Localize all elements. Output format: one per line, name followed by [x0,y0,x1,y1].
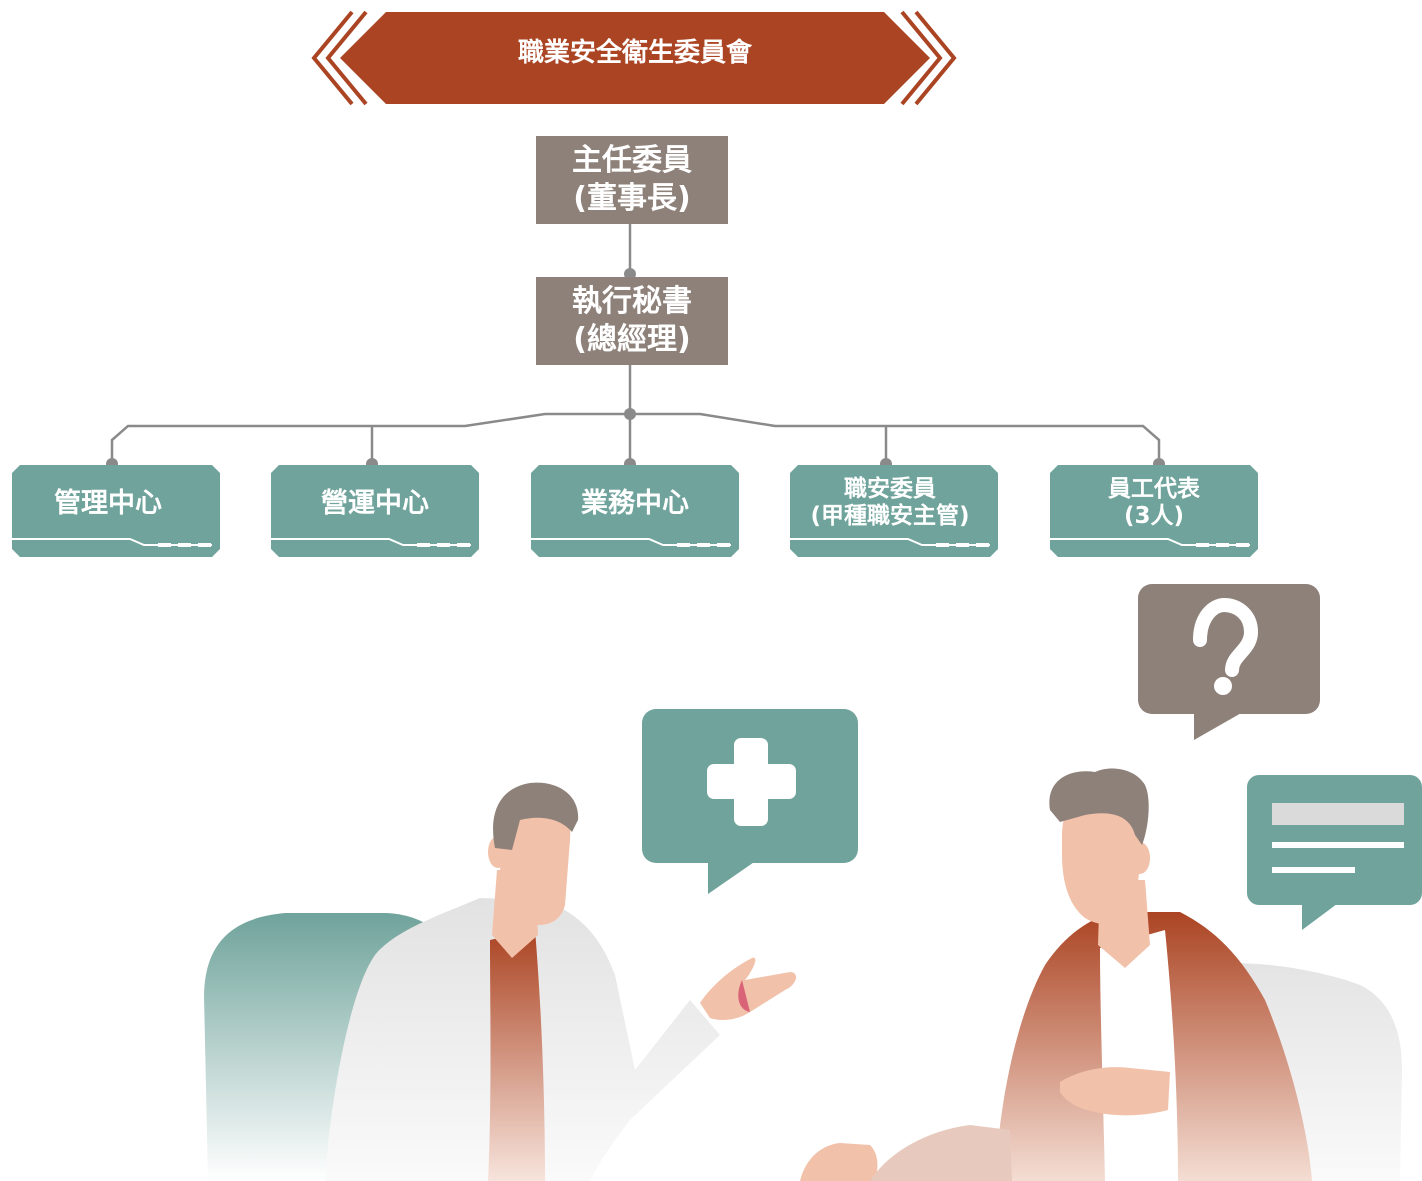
department-box-3 [790,465,998,557]
department-box-2 [531,465,739,557]
department-title: 管理中心 [54,488,162,519]
question-bubble [1138,584,1320,740]
employee-hair [1049,768,1149,845]
department-label-0: 管理中心 [4,488,212,520]
department-title: 營運中心 [321,488,429,519]
committee-title: 職業安全衛生委員會 [517,38,752,68]
title-banner [311,10,957,106]
question-mark-icon [1193,597,1259,695]
medical-cross-icon [707,738,796,826]
secretary-label: 執行秘書 (總經理) [536,283,728,359]
employee-illustration [800,768,1402,1181]
department-title: 業務中心 [581,488,689,519]
department-subtitle: (甲種職安主管) [810,503,970,529]
employee-hand [1060,1067,1170,1116]
employee-sleeve [870,1125,1012,1181]
employee-face [1062,790,1143,925]
secretary-title: 執行秘書 [572,284,692,319]
chairman-title: 主任委員 [572,143,692,178]
doctor-shirt [488,930,545,1181]
department-label-4: 員工代表 (3人) [1050,476,1258,530]
department-title: 職安委員 [844,476,936,502]
department-label-3: 職安委員 (甲種職安主管) [786,476,994,530]
department-box-1 [271,465,479,557]
chairman-label: 主任委員 (董事長) [536,142,728,218]
department-box-4 [1050,465,1258,557]
employee-left-hand [800,1143,878,1181]
department-box-0 [12,465,220,557]
secretary-subtitle: (總經理) [573,322,691,357]
department-label-1: 營運中心 [271,488,479,520]
doctor-hand [700,957,797,1020]
chairman-box [536,136,728,224]
text-lines-icon [1272,803,1404,873]
medical-bubble [642,709,858,894]
employee-shirt [1100,930,1178,1181]
department-label-2: 業務中心 [531,488,739,520]
chairman-subtitle: (董事長) [573,181,691,216]
text-bubble [1247,775,1422,930]
department-subtitle: (3人) [1123,503,1185,529]
employee-ear [1130,842,1150,874]
doctor-hair [493,782,579,850]
doctor-illustration [204,782,797,1181]
secretary-box [536,277,728,365]
department-title: 員工代表 [1108,476,1200,502]
